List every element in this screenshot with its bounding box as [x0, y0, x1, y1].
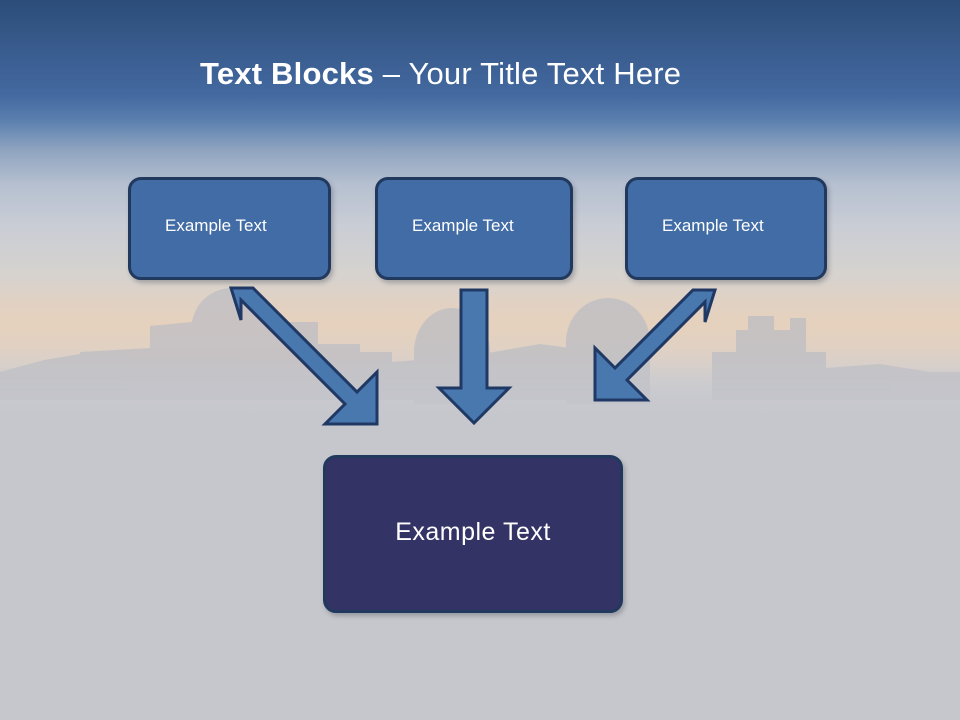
text-block-b-label: Example Text	[412, 215, 514, 235]
result-text-block-label: Example Text	[395, 517, 551, 546]
text-block-c[interactable]: Example Text	[625, 177, 827, 280]
text-block-a-label: Example Text	[165, 215, 267, 235]
text-block-c-label: Example Text	[662, 215, 764, 235]
title-regular-part: Your Title Text Here	[408, 56, 682, 91]
silhouette-fade	[0, 355, 960, 445]
title-separator: –	[373, 56, 409, 91]
page-title: Text Blocks – Your Title Text Here	[200, 54, 840, 94]
result-text-block[interactable]: Example Text	[323, 455, 623, 613]
text-block-a[interactable]: Example Text	[128, 177, 331, 280]
text-block-b[interactable]: Example Text	[375, 177, 573, 280]
title-bold-part: Text Blocks	[200, 56, 374, 91]
